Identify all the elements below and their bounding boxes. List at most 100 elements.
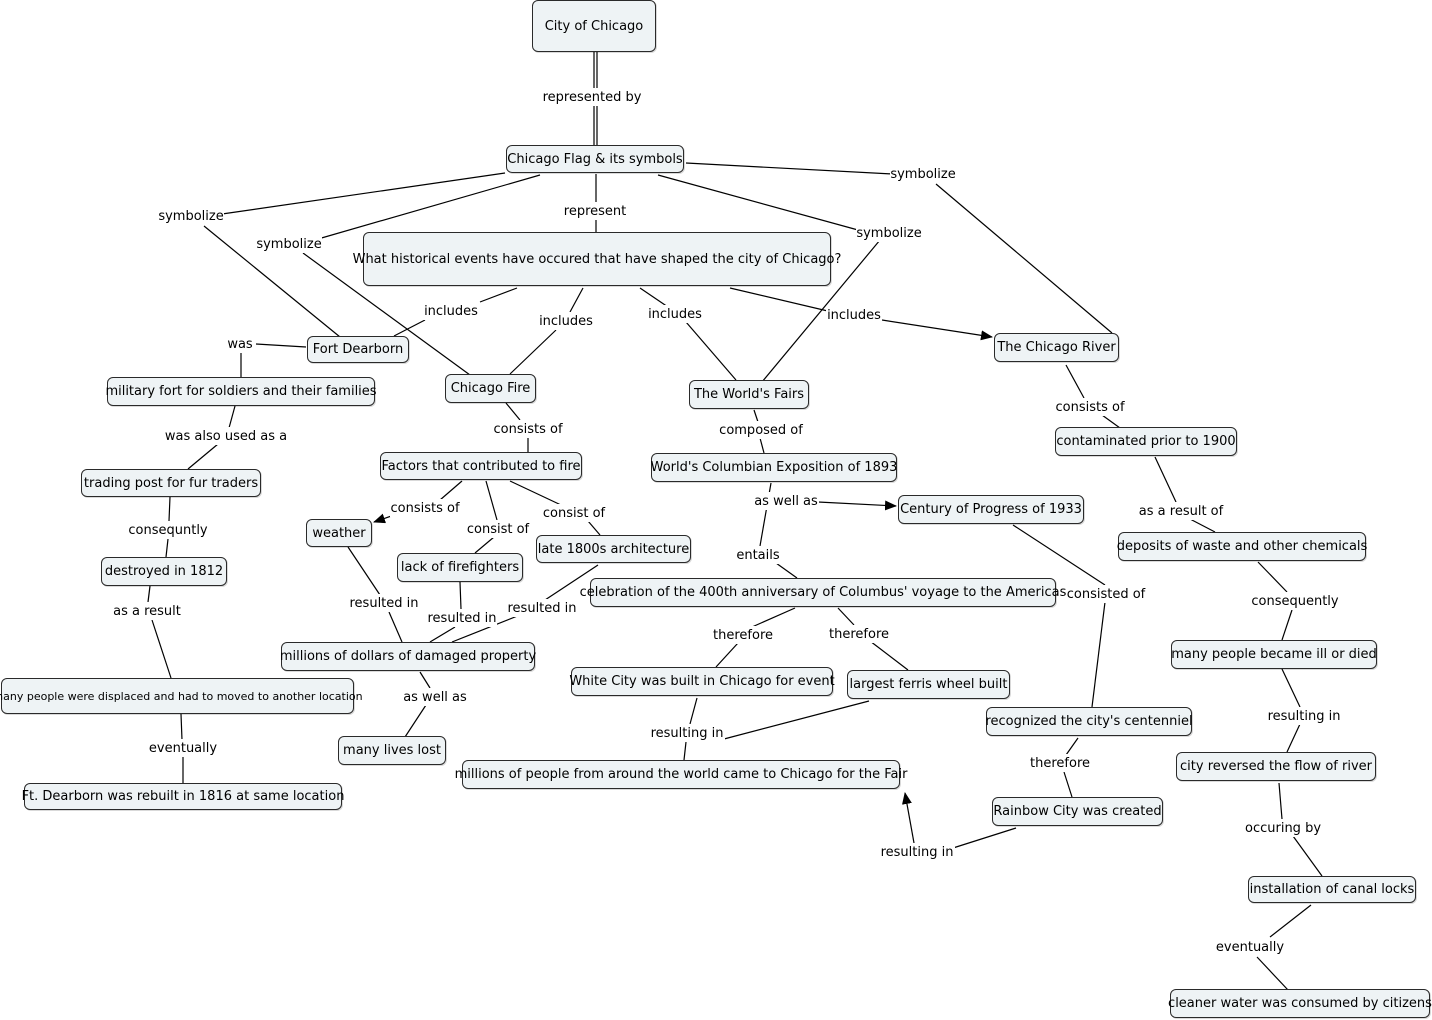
connector (165, 538, 169, 558)
node-trading-post[interactable]: trading post for fur traders (81, 469, 261, 497)
connector (221, 172, 506, 215)
link-consist-of: consist of (466, 520, 530, 538)
connector (759, 437, 765, 454)
link-as-a-result: as a result (111, 602, 183, 620)
connector (685, 321, 737, 381)
node-cleaner-water[interactable]: cleaner water was consumed by citizens (1168, 989, 1432, 1018)
link-represent: represent (562, 202, 628, 220)
connector (935, 183, 1113, 334)
link-includes: includes (423, 302, 479, 320)
connector (203, 225, 341, 338)
connector (685, 162, 894, 175)
link-as-a-result-of: as a result of (1137, 502, 1225, 520)
node-people-displaced[interactable]: many people were displaced and had to mo… (0, 678, 363, 714)
node-columbus-celebration[interactable]: celebration of the 400th anniversary of … (580, 578, 1066, 607)
connector (729, 287, 833, 313)
connector (439, 480, 463, 501)
node-millions-of-visitors[interactable]: millions of people from around the world… (455, 760, 907, 789)
node-weather[interactable]: weather (306, 519, 372, 547)
link-resulting-in: resulting in (1266, 707, 1342, 725)
connector (180, 713, 183, 741)
connector (255, 343, 307, 348)
node-dearborn-rebuilt[interactable]: Ft. Dearborn was rebuilt in 1816 at same… (22, 783, 344, 810)
link-was-also-used-as-a: was also used as a (164, 427, 288, 445)
connector (393, 319, 426, 337)
node-ferris-wheel[interactable]: largest ferris wheel built (847, 670, 1010, 699)
node-lives-lost[interactable]: many lives lost (338, 736, 446, 765)
connector (474, 536, 495, 554)
connector (689, 697, 698, 725)
node-people-ill[interactable]: many people became ill or died (1171, 640, 1377, 669)
connector (1281, 668, 1301, 708)
node-fire-factors[interactable]: Factors that contributed to fire (380, 452, 582, 480)
link-includes: includes (647, 305, 703, 323)
link-therefore: therefore (1029, 754, 1091, 772)
node-chicago-flag[interactable]: Chicago Flag & its symbols (506, 145, 684, 173)
node-1800s-architecture[interactable]: late 1800s architecture (536, 535, 691, 563)
connector (761, 239, 881, 383)
link-symbolize: symbolize (856, 224, 922, 242)
node-military-fort[interactable]: military fort for soldiers and their fam… (105, 377, 377, 406)
connector (683, 741, 687, 761)
node-focus-question[interactable]: What historical events have occured that… (353, 232, 841, 286)
link-represented-by: represented by (542, 88, 642, 106)
node-white-city[interactable]: White City was built in Chicago for even… (569, 667, 835, 696)
connector (388, 611, 403, 643)
connector (302, 252, 471, 376)
node-city-centenniel[interactable]: recognized the city's centenniel (985, 707, 1193, 736)
node-chicago-fire[interactable]: Chicago Fire (445, 374, 536, 403)
link-includes: includes (826, 306, 882, 324)
node-chicago-river[interactable]: The Chicago River (994, 333, 1119, 362)
connector (817, 500, 897, 511)
connector (775, 562, 798, 579)
link-resulted-in: resulted in (427, 609, 497, 627)
connector (404, 704, 427, 738)
connector (1256, 956, 1289, 991)
node-contaminated[interactable]: contaminated prior to 1900 (1055, 427, 1237, 456)
connector (544, 564, 599, 601)
link-consists-of: consists of (493, 420, 563, 438)
connector (869, 640, 909, 671)
connector (837, 607, 855, 626)
link-resulting-in: resulting in (879, 843, 955, 861)
connector (1269, 904, 1312, 938)
link-resulted-in: resulted in (507, 599, 577, 617)
node-columbian-exposition[interactable]: World's Columbian Exposition of 1893 (651, 453, 897, 482)
connector (1065, 364, 1085, 399)
link-consists-of: consists of (1054, 398, 1126, 416)
link-as-well-as: as well as (753, 492, 819, 510)
node-worlds-fairs[interactable]: The World's Fairs (689, 380, 809, 409)
connector (151, 619, 172, 679)
node-century-of-progress[interactable]: Century of Progress of 1933 (898, 495, 1084, 524)
link-occuring-by: occuring by (1244, 819, 1322, 837)
connector (459, 581, 462, 610)
connector (317, 174, 541, 240)
link-symbolize: symbolize (890, 165, 956, 183)
connector (429, 626, 456, 643)
node-lack-of-firefighters[interactable]: lack of firefighters (397, 553, 523, 582)
connector (723, 700, 870, 740)
link-as-well-as: as well as (401, 688, 469, 706)
connector (639, 287, 669, 308)
node-city-of-chicago[interactable]: City of Chicago (532, 0, 656, 52)
connector (419, 671, 431, 689)
connector (1278, 782, 1283, 820)
connector (1292, 835, 1323, 877)
node-river-reversed[interactable]: city reversed the flow of river (1176, 752, 1376, 781)
node-waste-deposits[interactable]: deposits of waste and other chemicals (1117, 532, 1367, 561)
link-entails: entails (735, 546, 781, 564)
connector (1286, 723, 1301, 753)
node-rainbow-city[interactable]: Rainbow City was created (992, 797, 1163, 826)
node-fort-dearborn[interactable]: Fort Dearborn (307, 336, 409, 363)
node-canal-locks[interactable]: installation of canal locks (1248, 876, 1416, 903)
node-damaged-property[interactable]: millions of dollars of damaged property (280, 642, 536, 671)
connector (569, 287, 584, 313)
connector (1063, 771, 1073, 798)
link-resulted-in: resulted in (349, 594, 419, 612)
link-symbolize: symbolize (158, 207, 224, 225)
node-destroyed-1812[interactable]: destroyed in 1812 (101, 557, 227, 586)
connector (1065, 737, 1079, 756)
connector (347, 546, 381, 596)
connector (715, 642, 739, 668)
link-resulting-in: resulting in (649, 724, 725, 742)
